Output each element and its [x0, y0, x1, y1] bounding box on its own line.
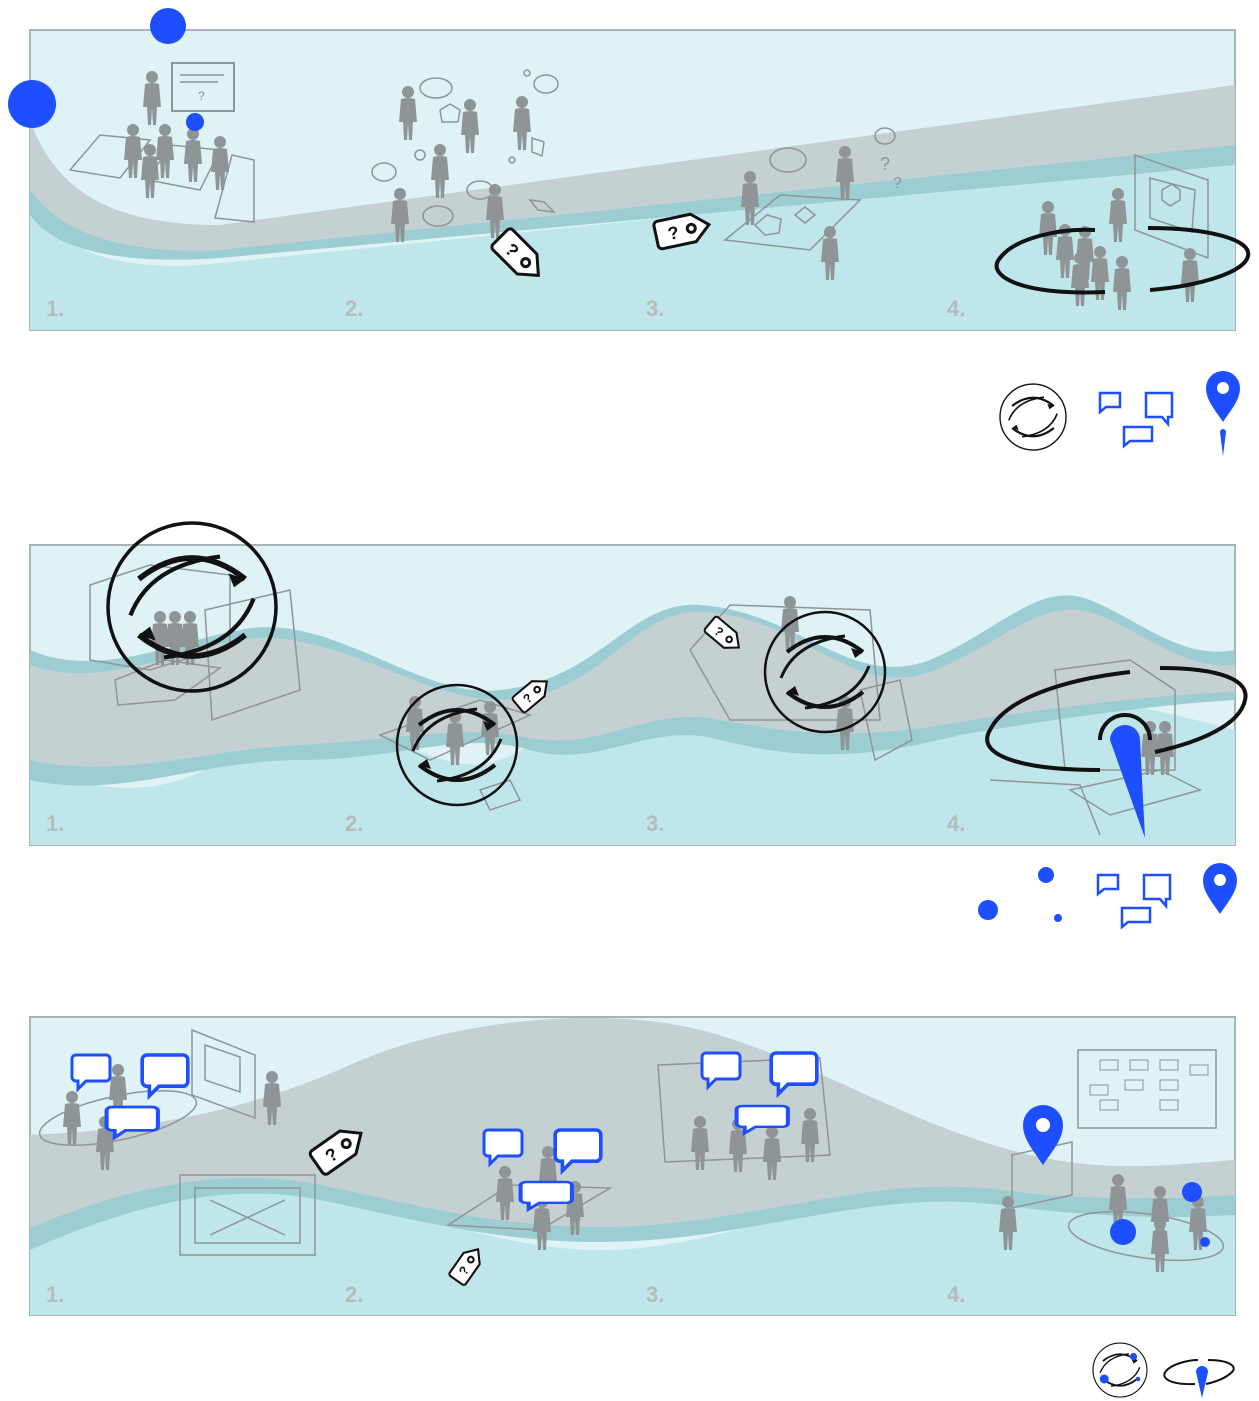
legend-1 — [1000, 371, 1240, 456]
panel-3: 1. 2. 3. 4. — [30, 1017, 1235, 1315]
legend-2 — [978, 863, 1237, 927]
exchange-cycle-icon — [1093, 1343, 1147, 1397]
svg-text:?: ? — [198, 89, 205, 103]
blue-dot-medium — [150, 8, 186, 44]
stage-number: 3. — [646, 296, 664, 321]
stage-number: 1. — [46, 1282, 64, 1307]
panel-2: 1. 2. 3. 4. — [30, 523, 1246, 845]
orbit-ring-icon — [1164, 1360, 1233, 1398]
location-pin-icon — [1206, 371, 1240, 456]
stage-number: 2. — [345, 1282, 363, 1307]
blue-dot-small — [186, 113, 204, 131]
panel-1: ? — [8, 8, 1248, 330]
stage-number: 1. — [46, 811, 64, 836]
stage-number: 2. — [345, 811, 363, 836]
stage-number: 4. — [947, 296, 965, 321]
svg-text:?: ? — [893, 175, 902, 192]
blue-dot-large — [8, 80, 56, 128]
speech-bubbles-icon — [1100, 393, 1172, 446]
stage-number: 3. — [646, 811, 664, 836]
stage-number: 3. — [646, 1282, 664, 1307]
location-pin-icon — [1203, 863, 1237, 914]
stage-number: 4. — [947, 1282, 965, 1307]
stage-number: 4. — [947, 811, 965, 836]
legend-3 — [1093, 1343, 1234, 1398]
blue-dots-icon — [978, 867, 1062, 922]
svg-text:?: ? — [880, 154, 890, 174]
stage-number: 1. — [46, 296, 64, 321]
speech-bubbles-icon — [1098, 875, 1170, 927]
exchange-cycle-icon — [1000, 384, 1066, 450]
stage-number: 2. — [345, 296, 363, 321]
